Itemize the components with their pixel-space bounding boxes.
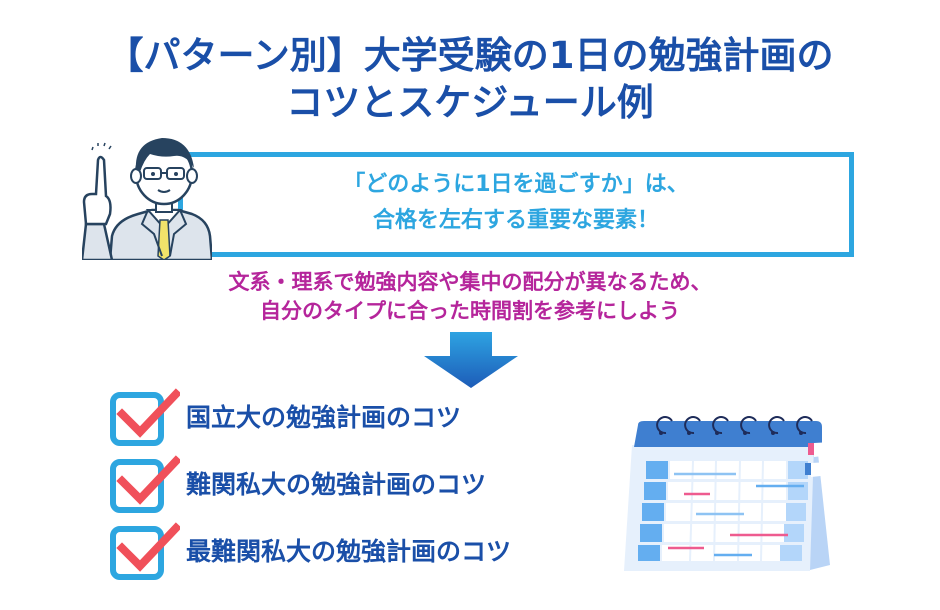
checklist-label: 最難関私大の勉強計画のコツ (186, 537, 512, 566)
subtext-line-2: 自分のタイプに合った時間割を参考にしよう (260, 299, 680, 323)
speech-line-2: 合格を左右する重要な要素！ (372, 208, 659, 233)
checkmark-icon (116, 388, 180, 438)
checkmark-icon (116, 522, 180, 572)
arrow-down-icon (424, 332, 518, 388)
subtext-line-1: 文系・理系で勉強内容や集中の配分が異なるため、 (228, 270, 712, 294)
subtext: 文系・理系で勉強内容や集中の配分が異なるため、 自分のタイプに合った時間割を参考… (0, 268, 940, 326)
speech-line-1: 「どのように1日を過ごすか」は、 (343, 172, 689, 197)
checklist-label: 難関私大の勉強計画のコツ (186, 470, 487, 499)
title-line-1: 【パターン別】大学受験の1日の勉強計画の (106, 34, 834, 77)
checkmark-icon (116, 455, 180, 505)
checklist-item: 難関私大の勉強計画のコツ (110, 455, 590, 515)
speech-text: 「どのように1日を過ごすか」は、 合格を左右する重要な要素！ (178, 167, 854, 239)
speech-box (178, 152, 854, 257)
title-line-2: コツとスケジュール例 (286, 81, 654, 124)
checklist-label: 国立大の勉強計画のコツ (186, 403, 462, 432)
teacher-illustration-icon (82, 138, 212, 260)
calendar-icon (624, 416, 850, 571)
checklist-item: 最難関私大の勉強計画のコツ (110, 522, 590, 582)
page-title: 【パターン別】大学受験の1日の勉強計画の コツとスケジュール例 (0, 32, 940, 126)
checklist-item: 国立大の勉強計画のコツ (110, 388, 590, 448)
